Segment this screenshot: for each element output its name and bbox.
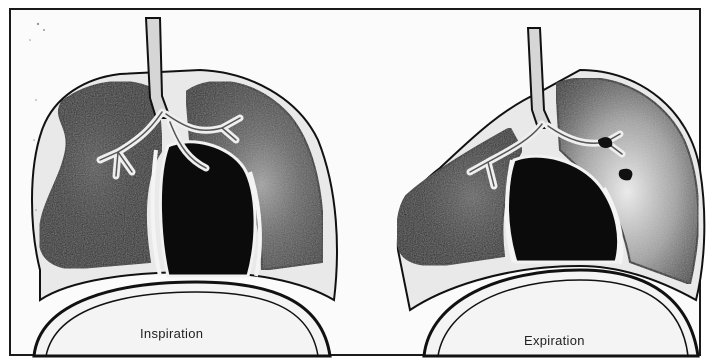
expiration-label: Expiration	[524, 333, 585, 348]
inspiration-label: Inspiration	[140, 326, 203, 341]
inspiration-panel	[32, 18, 337, 356]
expiration-panel	[397, 28, 704, 356]
heart-inspiration	[160, 142, 255, 276]
diaphragm-dome-left	[34, 282, 330, 356]
